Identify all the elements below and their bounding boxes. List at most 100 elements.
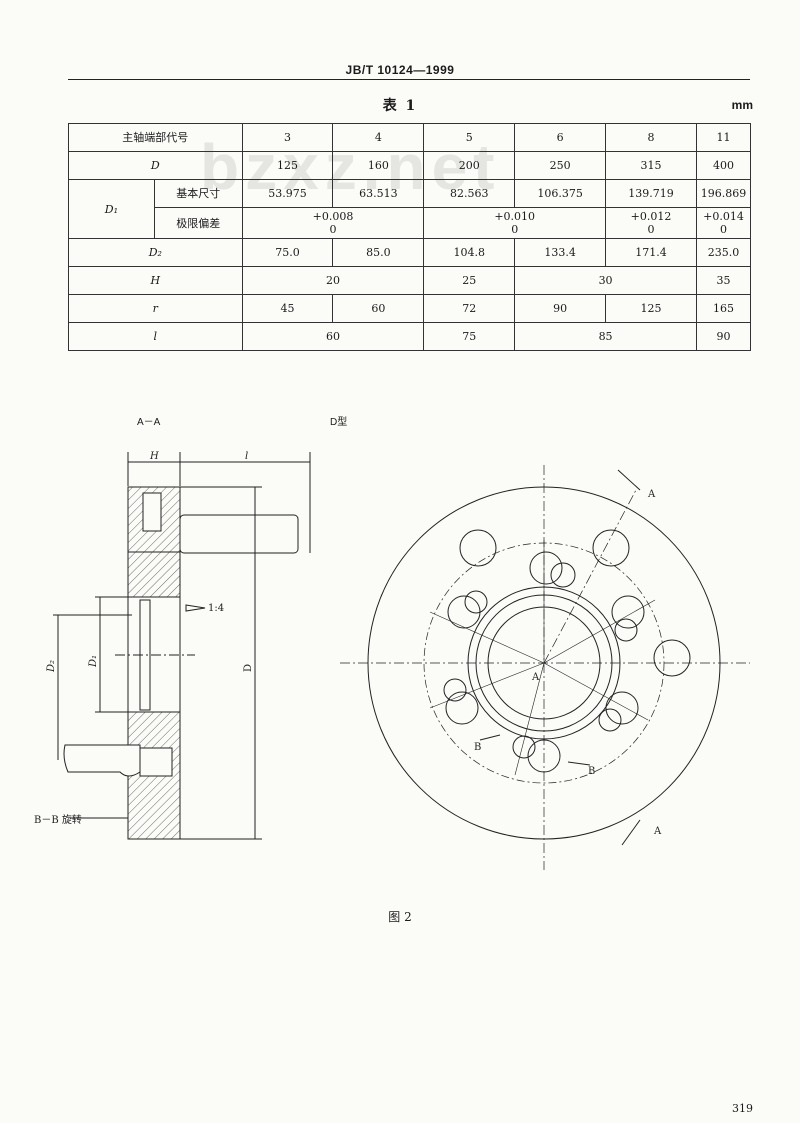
- table-cell: 35: [695, 266, 752, 295]
- table-cell: 196.869: [695, 179, 752, 208]
- deviation-upper: +0.012: [630, 210, 672, 223]
- mark-A-top: A: [647, 489, 656, 500]
- lower-nut: [139, 747, 173, 777]
- table-caption: 表 1: [382, 98, 418, 114]
- figure-caption: 图 2: [388, 910, 412, 924]
- section-line-A: [543, 489, 637, 664]
- stud-hole: [445, 691, 479, 725]
- stud-nut-hole: [443, 678, 467, 702]
- stud-nut-hole: [464, 590, 488, 614]
- row-label-D1: D₁: [68, 179, 155, 239]
- bolt-hole: [653, 639, 691, 677]
- table-row: D₂ 75.0 85.0 104.8 133.4 171.4 235.0: [68, 238, 752, 267]
- dim-l-text: l: [245, 451, 248, 462]
- stud-nut-hole: [550, 562, 576, 588]
- table-cell: 235.0: [695, 238, 752, 267]
- table-cell: 104.8: [423, 238, 516, 267]
- section-view-label: A－A: [137, 417, 161, 428]
- stud-hole: [527, 739, 561, 773]
- table-cell: 4: [332, 123, 425, 152]
- radial-line: [429, 662, 545, 709]
- table-cell: 45: [241, 294, 334, 323]
- standard-header: JB/T 10124—1999: [345, 63, 455, 77]
- table-cell: 11: [695, 123, 752, 152]
- dimension-table: 主轴端部代号 3 4 5 6 8 11 D 125 160 200 250 31…: [68, 123, 752, 351]
- deviation-lower: 0: [719, 223, 727, 236]
- row-label-limit-deviation: 极限偏差: [153, 207, 243, 239]
- stud-nut-hole: [614, 618, 638, 642]
- mark-A-center: A: [531, 672, 540, 683]
- dim-H-text: H: [149, 451, 159, 462]
- radial-line: [543, 662, 649, 721]
- mark-B-left: B: [474, 742, 481, 753]
- deviation-lower: 0: [329, 223, 337, 236]
- radial-line: [514, 662, 545, 776]
- header-spindle-code: 主轴端部代号: [68, 123, 243, 152]
- deviation-upper: +0.014: [703, 210, 744, 223]
- row-label-H: H: [68, 266, 243, 295]
- bolt-hole: [592, 529, 630, 567]
- table-unit: mm: [731, 98, 753, 112]
- taper-text: 1:4: [208, 603, 224, 614]
- upper-stud: [179, 514, 299, 554]
- rotated-note-text: B－B 旋转: [34, 813, 82, 826]
- bolt-hole: [459, 529, 497, 567]
- front-view: [340, 465, 750, 870]
- stud-hole: [611, 595, 645, 629]
- mark-B-right: B: [588, 766, 595, 777]
- section-view: [53, 452, 311, 840]
- deviation-lower: 0: [647, 223, 655, 236]
- stud-nut: [142, 492, 162, 532]
- table-row: D 125 160 200 250 315 400: [68, 151, 752, 180]
- section-arrow-top: [617, 469, 641, 491]
- table-row: H 20 25 30 35: [68, 266, 752, 295]
- section-marker-B: [479, 734, 501, 741]
- row-label-r: r: [68, 294, 243, 323]
- deviation-lower: 0: [511, 223, 519, 236]
- deviation-upper: +0.010: [494, 210, 536, 223]
- radial-line: [429, 611, 545, 664]
- table-cell: 133.4: [514, 238, 607, 267]
- stud-nut-hole: [512, 735, 536, 759]
- mark-A-bottom: A: [653, 826, 662, 837]
- table-cell: 20: [241, 266, 425, 295]
- table-cell: 53.975: [241, 179, 334, 208]
- dim-D1-text: D₁: [88, 655, 99, 668]
- table-cell: 82.563: [423, 179, 516, 208]
- table-cell: 90: [514, 294, 607, 323]
- table-cell: 85: [514, 322, 697, 351]
- table-cell: 3: [241, 123, 334, 152]
- table-cell: 160: [332, 151, 425, 180]
- deviation-upper: +0.008: [312, 210, 354, 223]
- stud-hole: [605, 691, 639, 725]
- section-marker-B: [567, 761, 591, 766]
- radial-line: [543, 599, 656, 664]
- table-cell: 250: [514, 151, 607, 180]
- table-cell: 8: [605, 123, 697, 152]
- table-cell: 125: [605, 294, 697, 323]
- section-arrow-bottom: [621, 819, 641, 846]
- table-cell: 75: [423, 322, 516, 351]
- row-label-D: D: [68, 151, 243, 180]
- lower-stud: [63, 744, 141, 777]
- stud-hole: [447, 595, 481, 629]
- table-row: l 60 75 85 90: [68, 322, 752, 351]
- dim-D2-text: D₂: [46, 660, 57, 673]
- row-label-l: l: [68, 322, 243, 351]
- stud-nut-hole: [598, 708, 622, 732]
- dim-D-text: D: [243, 664, 254, 672]
- taper-arrow: [185, 604, 206, 612]
- table-row: 主轴端部代号 3 4 5 6 8 11: [68, 123, 752, 152]
- row-label-basic-size: 基本尺寸: [153, 179, 243, 208]
- table-cell: 60: [241, 322, 425, 351]
- table-cell: 90: [695, 322, 752, 351]
- type-label: D型: [330, 417, 348, 428]
- stud-hole: [529, 551, 563, 585]
- header-rule: [68, 79, 750, 80]
- table-cell: 72: [423, 294, 516, 323]
